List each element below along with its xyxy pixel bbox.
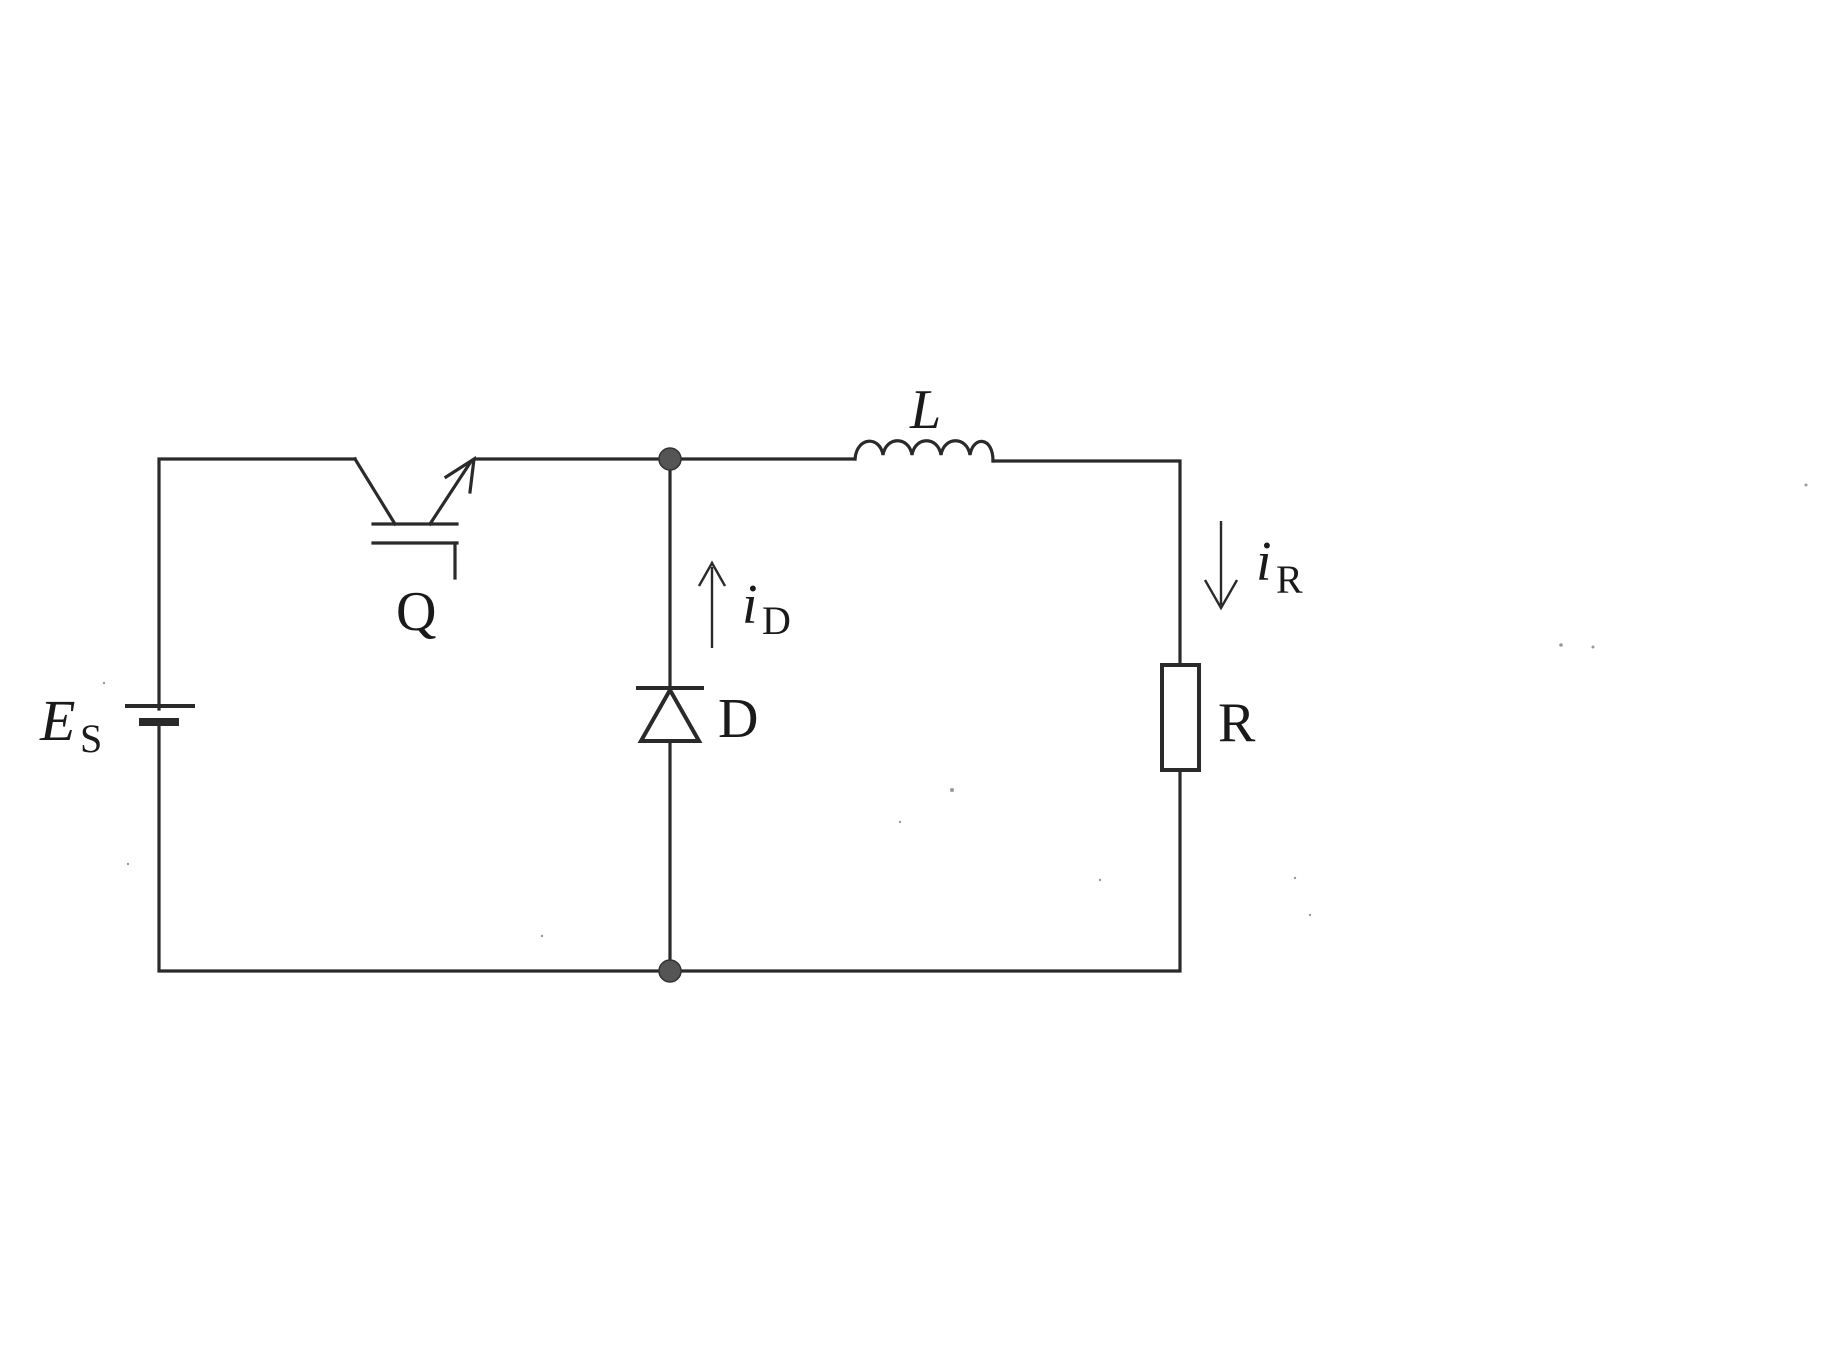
resistor-body: [1160, 663, 1201, 772]
diode-symbol: [636, 685, 704, 743]
diode-triangle: [637, 685, 703, 743]
source-label: E: [39, 688, 75, 753]
transistor-collector-lead: [352, 456, 398, 527]
source-label-subscript: S: [80, 716, 102, 761]
resistor-current-label-subscript: R: [1276, 557, 1303, 602]
wire-left-lower: [157, 719, 672, 973]
wire-left-upper: [157, 457, 357, 711]
battery-symbol: [125, 704, 195, 726]
inductor-label: L: [909, 379, 941, 441]
scan-noise-specks: [102, 483, 1808, 938]
diode-current-label-subscript: D: [762, 598, 791, 643]
resistor-current-arrow: [1203, 521, 1239, 611]
resistor-current-label: i: [1256, 531, 1272, 593]
transistor-emitter-arrow: [443, 455, 476, 494]
wire-top-right: [991, 459, 1182, 667]
transistor-emitter-lead: [427, 460, 473, 527]
resistor-label: R: [1218, 692, 1256, 754]
circuit-wires: [157, 457, 1182, 973]
transistor-label: Q: [396, 581, 436, 643]
diode-label: D: [718, 688, 758, 750]
inductor-coil: [853, 439, 995, 463]
diode-current-arrow: [697, 560, 727, 648]
diode-current-label: i: [742, 574, 758, 636]
junction-node-top: [658, 447, 682, 471]
junction-node-bottom: [658, 959, 682, 983]
wire-bottom-right: [668, 768, 1182, 973]
transistor-symbol: [352, 455, 476, 580]
